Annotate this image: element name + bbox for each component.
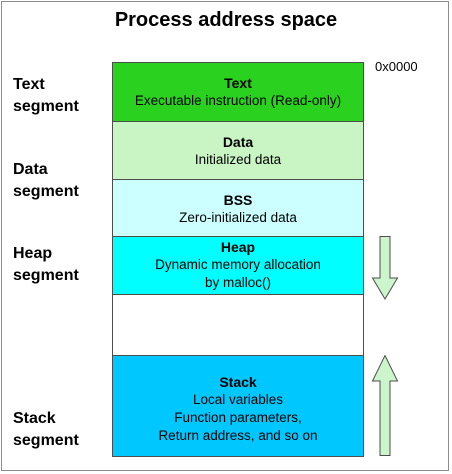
data-block-desc: Initialized data — [194, 152, 282, 167]
stack-segment-label-line1: Stack — [13, 410, 56, 427]
heap-growth-down-arrow-icon — [371, 236, 399, 300]
text-block-name: Text — [224, 75, 252, 91]
heap-block-desc-1: Dynamic memory allocation — [155, 257, 321, 272]
text-block-desc: Executable instruction (Read-only) — [134, 93, 342, 108]
text-block: Text Executable instruction (Read-only) — [112, 62, 364, 122]
stack-block: Stack Local variables Function parameter… — [112, 355, 364, 457]
data-block-name: Data — [222, 134, 254, 150]
heap-segment-label: Heap segment — [13, 243, 79, 287]
data-segment-label-line1: Data — [13, 161, 48, 178]
address-label: 0x0000 — [375, 59, 418, 74]
stack-block-name: Stack — [219, 374, 257, 390]
bss-block: BSS Zero-initialized data — [112, 179, 364, 237]
bss-block-desc: Zero-initialized data — [179, 210, 297, 225]
data-segment-label-line2: segment — [13, 183, 79, 200]
heap-segment-label-line2: segment — [13, 267, 79, 284]
heap-block: Heap Dynamic memory allocation by malloc… — [112, 236, 364, 295]
diagram-title: Process address space — [114, 9, 338, 31]
stack-growth-up-arrow-icon — [371, 355, 399, 456]
stack-block-desc-2: Function parameters, — [174, 410, 302, 425]
data-block: Data Initialized data — [112, 121, 364, 180]
heap-segment-label-line1: Heap — [13, 245, 53, 262]
heap-block-name: Heap — [220, 239, 256, 255]
data-segment-label: Data segment — [13, 159, 79, 203]
heap-block-desc-2: by malloc() — [204, 275, 271, 290]
stack-segment-label-line2: segment — [13, 432, 79, 449]
stack-segment-label: Stack segment — [13, 408, 79, 452]
stack-block-desc-3: Return address, and so on — [158, 428, 318, 443]
text-segment-label-line2: segment — [13, 98, 79, 115]
text-segment-label-line1: Text — [13, 76, 45, 93]
text-segment-label: Text segment — [13, 74, 79, 118]
stack-block-desc-1: Local variables — [192, 392, 284, 407]
free-space-block — [112, 294, 364, 356]
bss-block-name: BSS — [223, 192, 253, 208]
